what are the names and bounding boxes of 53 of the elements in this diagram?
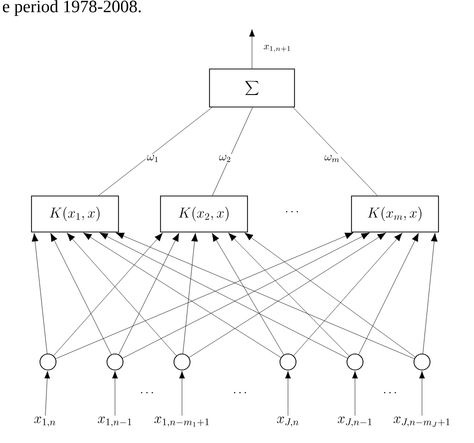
arrow [179,371,185,416]
empty-circle [40,354,56,370]
arrow [352,371,358,416]
arrow [53,232,163,356]
caption-fragment: e period 1978-2008. [2,0,141,16]
arrow [112,371,118,416]
input-label: $x_{1,n}$ [34,416,56,428]
arrow [118,232,180,355]
connector-line [98,107,212,196]
input-label: $x_{1,n-m_1+1}$ [154,416,209,428]
arrow [212,232,284,355]
input-label: $x_{1,n-1}$ [98,416,132,428]
arrow [83,232,282,358]
connector-line [212,107,253,196]
input-label: $x_{J,n}$ [277,416,299,428]
empty-circle [106,354,124,370]
arrow [116,232,414,359]
arrow [99,232,348,358]
empty-circle [414,354,430,370]
ellipsis: $\cdots$ [286,211,298,212]
kernel-box: $K(x_1,x)$ [31,196,119,232]
arrow [419,371,425,416]
arrow [182,232,198,354]
arrow [44,371,50,416]
sum-box: $\sum$ [209,68,295,108]
arrow [122,232,370,358]
connector-line [292,107,378,196]
input-label: $x_{J,n-m_J+1}$ [394,416,450,428]
arrow [422,232,438,354]
ellipsis: $\cdots$ [384,392,396,394]
empty-circle [174,354,190,370]
ellipsis: $\cdots$ [141,392,153,394]
ellipsis: $\cdots$ [234,392,246,394]
arrow [228,232,350,356]
kernel-box: $K(x_m,x)$ [351,196,439,232]
edge-label: $\omega_m$ [323,154,341,164]
arrow [32,232,48,354]
empty-circle [280,354,296,370]
arrow [249,29,255,69]
arrow [358,232,419,355]
empty-circle [346,354,364,370]
input-label: $x_{J,n-1}$ [338,416,372,428]
edge-label: $x_{1,n+1}$ [264,44,290,52]
kernel-box: $K(x_2,x)$ [160,196,248,232]
arrow [50,232,112,355]
arrow [188,232,386,358]
arrow [66,232,177,356]
arrow [293,232,402,356]
edge-label: $\omega_1$ [146,154,160,164]
arrow [56,232,354,359]
arrow [285,371,291,416]
arrow [244,232,416,358]
edge-label: $\omega_2$ [218,154,232,164]
